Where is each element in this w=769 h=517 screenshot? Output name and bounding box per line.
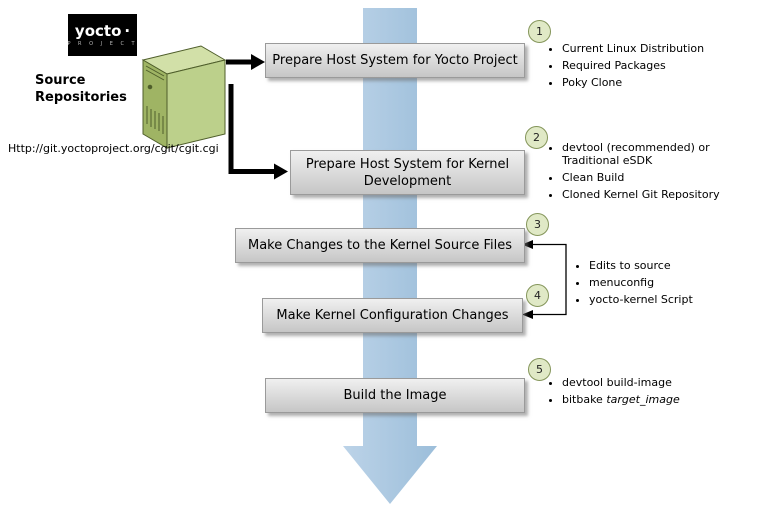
step-box-4-label: Make Kernel Configuration Changes xyxy=(276,308,509,323)
step-circle-4: 4 xyxy=(526,284,549,307)
bitbake-target-image: target_image xyxy=(606,393,680,406)
bullet-line-1: devtool (recommended) or xyxy=(562,141,710,154)
yocto-logo-brand: yocto xyxy=(74,22,122,40)
step-box-1-label: Prepare Host System for Yocto Project xyxy=(272,53,518,68)
bullet-item: devtool build-image xyxy=(562,376,762,389)
bullet-item: yocto-kernel Script xyxy=(589,293,764,306)
bullet-item: bitbake target_image xyxy=(562,393,762,406)
step-box-3-label: Make Changes to the Kernel Source Files xyxy=(248,238,512,253)
bullet-item: Edits to source xyxy=(589,259,764,272)
step-circle-1: 1 xyxy=(528,20,551,43)
step-box-2-label: Prepare Host System for Kernel Developme… xyxy=(305,156,510,189)
bracket-arrowhead-step4 xyxy=(522,310,533,319)
server-icon xyxy=(141,45,227,149)
bullet-item: Clean Build xyxy=(562,171,752,184)
step-box-2: Prepare Host System for Kernel Developme… xyxy=(290,150,525,195)
step-box-5: Build the Image xyxy=(265,378,525,413)
step-box-4: Make Kernel Configuration Changes xyxy=(262,298,523,333)
bullet-line-2: Traditional eSDK xyxy=(562,154,653,167)
shared-bullets-bracket xyxy=(522,240,567,319)
step-box-5-label: Build the Image xyxy=(343,388,447,403)
bullet-item: Cloned Kernel Git Repository xyxy=(562,188,752,201)
bullet-item: Poky Clone xyxy=(562,76,767,89)
connector-arrow-step1 xyxy=(226,54,265,70)
server-side-face xyxy=(166,59,226,149)
step-circle-2: 2 xyxy=(525,126,548,149)
yocto-logo-dot: · xyxy=(124,22,131,40)
bullet-item: Current Linux Distribution xyxy=(562,42,767,55)
bitbake-prefix: bitbake xyxy=(562,393,607,406)
step-5-bullet-list: devtool build-image bitbake target_image xyxy=(549,376,762,410)
steps-3-4-shared-bullet-list: Edits to source menuconfig yocto-kernel … xyxy=(576,259,764,310)
step-box-1: Prepare Host System for Yocto Project xyxy=(265,43,525,78)
source-repositories-url: Http://git.yoctoproject.org/cgit/cgit.cg… xyxy=(8,142,219,155)
bracket-arrowhead-step3 xyxy=(522,240,533,249)
server-power-button xyxy=(147,84,153,90)
step-1-bullet-list: Current Linux Distribution Required Pack… xyxy=(549,42,767,93)
yocto-logo-subtitle: P R O J E C T xyxy=(67,41,138,47)
step-circle-5: 5 xyxy=(528,358,551,381)
bullet-item: menuconfig xyxy=(589,276,764,289)
step-box-3: Make Changes to the Kernel Source Files xyxy=(235,228,525,263)
yocto-logo: yocto· P R O J E C T xyxy=(67,14,138,56)
yocto-logo-text: yocto· xyxy=(75,23,130,39)
connector-arrow-step2 xyxy=(228,84,288,180)
source-repositories-label: Source Repositories xyxy=(35,73,127,105)
server-drive-slot xyxy=(145,69,165,81)
bullet-item: Required Packages xyxy=(562,59,767,72)
server-front-face xyxy=(142,59,168,149)
step-circle-3: 3 xyxy=(526,213,549,236)
server-drive-slot xyxy=(145,65,165,77)
